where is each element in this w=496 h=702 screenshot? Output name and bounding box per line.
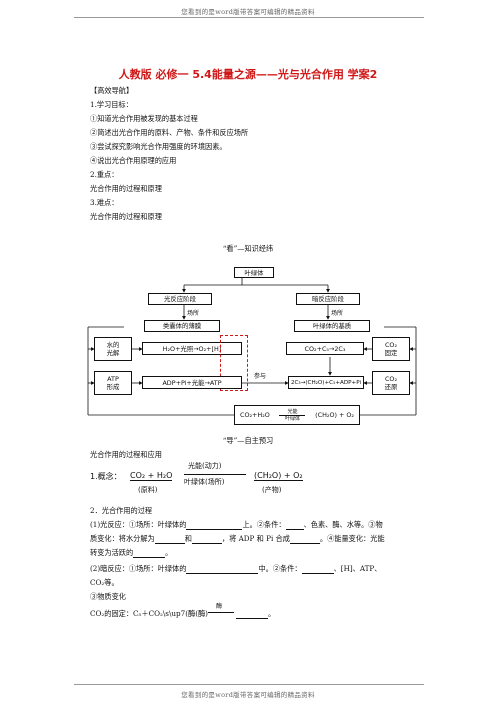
difficulty-text: 光合作用的过程和原理 — [90, 212, 162, 221]
blank[interactable] — [236, 611, 268, 619]
guide-intro: 光合作用的过程和应用 — [90, 450, 162, 459]
highlight-dashed-box — [220, 335, 248, 391]
blank[interactable] — [301, 566, 334, 574]
chloroplast-box: 叶绿体 — [234, 267, 274, 278]
overall-condition-bottom: 叶绿体 — [284, 415, 300, 422]
goal-heading: 1.学习目标： — [90, 100, 133, 109]
concept-raw-label: (原料) — [138, 486, 158, 494]
goal-item: ②简述出光合作用的原料、产物、条件和反应场所 — [90, 128, 249, 137]
overall-condition-top: 光能 — [287, 408, 298, 415]
page-footer: 您看到的是word版带答案可编辑的精品资料 — [181, 691, 315, 699]
concept-condition-top: 光能(动力) — [188, 462, 222, 470]
dark-place-label: 场所 — [331, 310, 344, 317]
dark-reaction-line-1: (2)暗反应：①场所：叶绿体的中。②条件：、[H]、ATP、 — [90, 564, 382, 574]
blank[interactable] — [154, 536, 185, 544]
goal-item: ④说出光合作用原理的应用 — [90, 156, 177, 165]
key-text: 光合作用的过程和原理 — [90, 184, 162, 193]
water-photolysis-box: 水的 光解 — [94, 337, 132, 361]
stroma-box: 叶绿体的基质 — [294, 320, 370, 332]
light-stage-box: 光反应阶段 — [148, 293, 212, 305]
concept-reactants: CO₂ + H₂O — [130, 471, 173, 481]
overall-products: (CH₂O) + O₂ — [315, 411, 354, 419]
atp-equation-box: ADP+Pi+光能→ATP — [142, 376, 242, 389]
page-header: 您看到的是word版带答案可编辑的精品资料 — [181, 8, 315, 16]
dark-reaction-line-2: CO₂等。 — [90, 578, 119, 587]
concept-product-label: (产物) — [262, 486, 282, 494]
blank[interactable] — [186, 522, 243, 530]
atp-formation-box: ATP 形成 — [94, 371, 132, 395]
blank[interactable] — [289, 536, 320, 544]
blank[interactable] — [191, 536, 222, 544]
diagram-connectors — [87, 278, 417, 416]
co2-fixation-line: CO₂的固定：C₅＋CO₂\s\up7(酶(酶)酶。 — [90, 603, 276, 619]
dark-reaction-line-3: ③物质变化 — [90, 592, 126, 601]
dark-stage-box: 暗反应阶段 — [296, 293, 360, 305]
concept-label: 1.概念： — [90, 472, 122, 481]
blank[interactable] — [285, 522, 304, 530]
footer-rule — [74, 684, 424, 685]
goal-item: ①知道光合作用被发现的基本过程 — [90, 114, 198, 123]
concept-products: (CH₂O) + O₂ — [254, 471, 303, 481]
light-place-label: 场所 — [187, 310, 200, 317]
concept-condition-bottom: 叶绿体(场所) — [184, 478, 225, 486]
photosynthesis-diagram: 叶绿体 光反应阶段 暗反应阶段 场所 场所 类囊体的薄膜 叶绿体的基质 水的 光… — [84, 265, 420, 429]
concept-equation: 1.概念： CO₂ + H₂O 光能(动力) 叶绿体(场所) (CH₂O) + … — [90, 461, 350, 501]
concept-arrow — [184, 474, 246, 475]
light-reaction-line-2: 质变化：将水分解为和，将 ADP 和 Pi 合成。④能量变化：光能 — [90, 534, 385, 544]
header-rule — [74, 17, 424, 18]
water-equation-box: H₂O+光照→O₂+[H] — [142, 342, 242, 355]
key-heading: 2.重点： — [90, 170, 119, 179]
co2-reduction-box: CO₂ 还原 — [372, 371, 410, 395]
light-reaction-line-1: (1)光反应：①场所：叶绿体的上。②条件：、色素、酶、水等。③物 — [90, 520, 383, 530]
section-guide-caption: “导”—自主预习 — [222, 436, 274, 445]
overall-equation-box: CO₂+H₂O 光能 叶绿体 (CH₂O) + O₂ — [234, 405, 360, 425]
light-reaction-line-3: 转变为活跃的。 — [90, 548, 173, 558]
difficulty-heading: 3.难点： — [90, 198, 119, 207]
overall-arrow — [279, 414, 306, 416]
overall-reactants: CO₂+H₂O — [240, 411, 270, 419]
section-look-caption: “看”—知识经纬 — [222, 244, 274, 253]
blank[interactable] — [133, 550, 166, 558]
doc-title: 人教版 必修一 5.4能量之源——光与光合作用 学案2 — [118, 68, 378, 81]
enzyme-arrow: 酶 — [208, 603, 236, 616]
thylakoid-box: 类囊体的薄膜 — [144, 320, 220, 332]
goal-item: ③尝试探究影响光合作用强度的环境因素。 — [90, 142, 227, 151]
nav-heading: 【高效导航】 — [90, 86, 134, 95]
co2-fixation-box: CO₂ 固定 — [372, 337, 410, 361]
blank[interactable] — [186, 566, 259, 574]
c3-reduction-equation-box: 2C₃→(CH₂O)+C₅+ADP+Pi — [288, 376, 364, 389]
overall-conditions: 光能 叶绿体 — [279, 408, 306, 422]
join-label: 参与 — [254, 373, 267, 380]
co2-fixation-equation-box: CO₂+C₅→2C₃ — [286, 342, 364, 355]
process-heading: 2．光合作用的过程 — [90, 506, 153, 515]
